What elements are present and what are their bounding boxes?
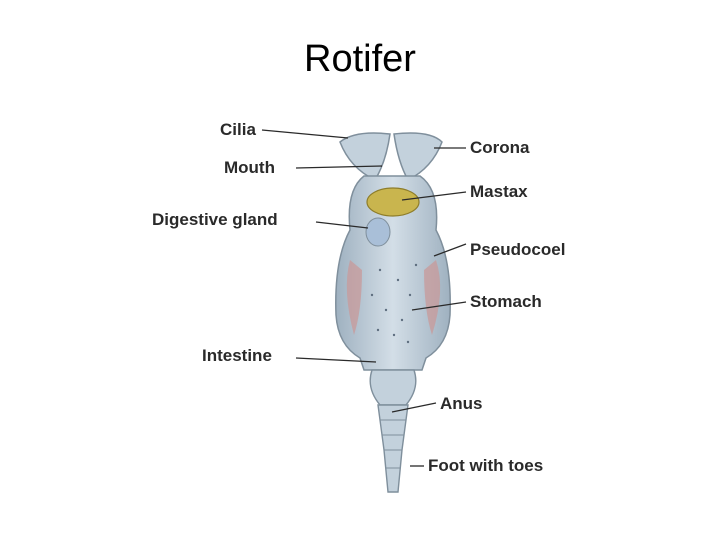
label-digestive-gland: Digestive gland	[152, 210, 278, 229]
foot-segments	[377, 404, 409, 493]
label-stomach: Stomach	[470, 292, 542, 311]
body-trunk	[335, 175, 451, 371]
label-cilia: Cilia	[220, 120, 256, 139]
rotifer-illustration	[261, 129, 467, 493]
leader-lines	[261, 129, 467, 467]
gland-organ	[365, 217, 391, 247]
label-pseudocoel: Pseudocoel	[470, 240, 566, 259]
left-muscle	[346, 260, 362, 335]
lower-body	[369, 369, 417, 406]
rotifer-diagram: Cilia Mouth Digestive gland Intestine Co…	[150, 120, 594, 498]
label-foot: Foot with toes	[428, 456, 544, 475]
label-corona: Corona	[470, 138, 530, 157]
stomach-speckles	[370, 263, 418, 344]
label-anus: Anus	[440, 394, 483, 413]
slide-title: Rotifer	[304, 38, 416, 80]
label-intestine: Intestine	[202, 346, 272, 365]
corona-left-lobe	[339, 132, 391, 181]
label-mastax: Mastax	[470, 182, 528, 201]
right-muscle	[424, 260, 441, 335]
mastax-organ	[366, 187, 420, 217]
label-mouth: Mouth	[224, 158, 275, 177]
corona-right-lobe	[393, 132, 443, 181]
